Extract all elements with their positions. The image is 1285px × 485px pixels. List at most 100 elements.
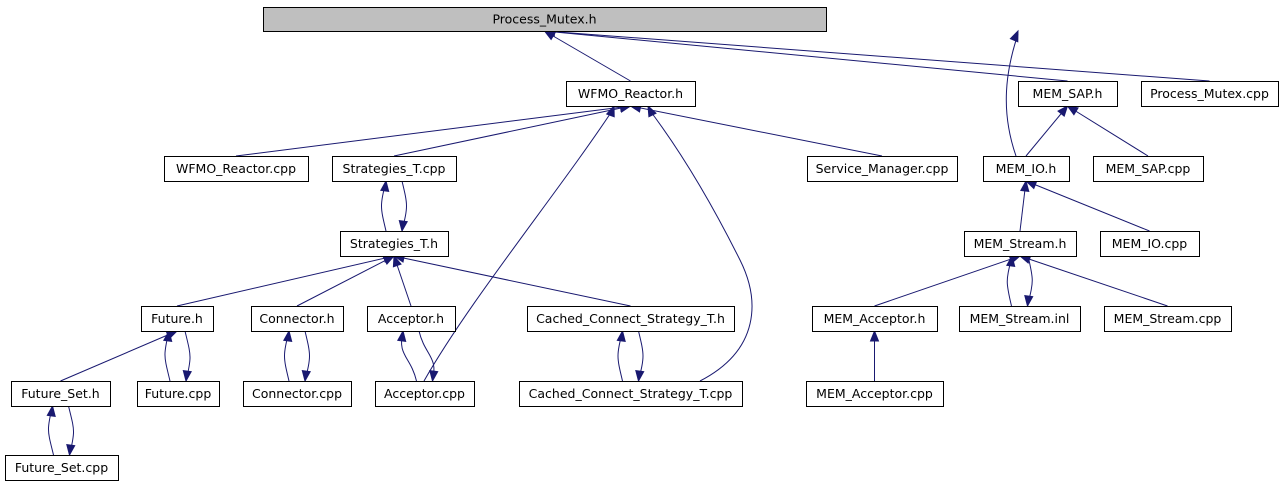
node-process-mutex-h[interactable]: Process_Mutex.h <box>263 7 827 32</box>
node-box <box>959 306 1081 332</box>
edge-acceptor_h-to-acceptor_cpp <box>418 330 439 383</box>
edge-line <box>235 105 631 157</box>
node-cached-connect-strategy-t-h[interactable]: Cached_Connect_Strategy_T.h <box>527 306 735 332</box>
node-future-cpp[interactable]: Future.cpp <box>137 381 220 407</box>
node-box <box>1093 156 1204 182</box>
node-mem-stream-h[interactable]: MEM_Stream.h <box>964 231 1077 257</box>
node-label: Future_Set.cpp <box>15 460 108 475</box>
arrowhead-icon <box>301 370 311 383</box>
node-label: Future.h <box>151 311 203 326</box>
node-acceptor-h[interactable]: Acceptor.h <box>367 306 456 332</box>
node-connector-cpp[interactable]: Connector.cpp <box>243 381 352 407</box>
arrowhead-icon <box>1020 179 1030 192</box>
edge-service_manager_cpp-to-wfmo_reactor_h <box>629 103 883 157</box>
node-mem-stream-inl[interactable]: MEM_Stream.inl <box>959 306 1081 332</box>
node-mem-io-h[interactable]: MEM_IO.h <box>983 156 1070 182</box>
arrowhead-icon <box>869 329 880 342</box>
node-wfmo-reactor-cpp[interactable]: WFMO_Reactor.cpp <box>164 156 309 182</box>
node-mem-acceptor-h[interactable]: MEM_Acceptor.h <box>812 306 938 332</box>
edge-line <box>544 30 631 82</box>
edge-mem_acceptor_h-to-mem_stream_h <box>874 254 1022 307</box>
node-label: MEM_Stream.inl <box>970 311 1070 326</box>
node-box <box>527 306 735 332</box>
node-mem-sap-h[interactable]: MEM_SAP.h <box>1018 81 1118 107</box>
node-box <box>1104 306 1232 332</box>
node-strategies-t-h[interactable]: Strategies_T.h <box>340 231 449 257</box>
node-service-manager-cpp[interactable]: Service_Manager.cpp <box>807 156 958 182</box>
node-connector-h[interactable]: Connector.h <box>251 306 344 332</box>
node-label: Strategies_T.h <box>350 236 438 251</box>
edge-line <box>1067 105 1149 157</box>
node-label: MEM_IO.h <box>996 161 1057 176</box>
node-box <box>807 156 958 182</box>
node-label: MEM_IO.cpp <box>1112 236 1188 251</box>
edge-mem_io_cpp-to-mem_io_h <box>1024 180 1150 232</box>
node-box <box>5 455 119 481</box>
node-box <box>11 381 111 407</box>
node-mem-stream-cpp[interactable]: MEM_Stream.cpp <box>1104 306 1232 332</box>
node-cached-connect-strategy-t-cpp[interactable]: Cached_Connect_Strategy_T.cpp <box>519 381 743 407</box>
edge-mem_io_h-to-process_mutex_h <box>1005 29 1019 157</box>
edge-line <box>1025 105 1068 157</box>
node-box <box>983 156 1070 182</box>
edge-future_set_h-to-future_set_cpp <box>66 405 76 457</box>
node-box <box>566 81 696 107</box>
arrowhead-icon <box>429 370 439 383</box>
edge-line <box>1025 180 1150 232</box>
edge-mem_acceptor_cpp-to-mem_acceptor_h <box>869 329 880 381</box>
node-label: Acceptor.h <box>378 311 444 326</box>
edge-connector_h-to-strategies_t_h <box>296 255 396 307</box>
edge-mem_stream_h-to-mem_stream_inl <box>1024 255 1034 308</box>
node-label: Future_Set.h <box>21 386 99 401</box>
edge-acceptor_cpp-to-wfmo_reactor_h <box>423 104 615 382</box>
node-acceptor-cpp[interactable]: Acceptor.cpp <box>375 381 475 407</box>
arrowhead-icon <box>635 370 645 383</box>
edge-strategies_t_h-to-strategies_t_cpp <box>380 179 390 232</box>
edge-future_cpp-to-future_h <box>163 329 173 382</box>
node-future-set-h[interactable]: Future_Set.h <box>11 381 111 407</box>
edge-mem_sap_h-to-process_mutex_h <box>543 27 1068 82</box>
arrowhead-icon <box>1057 104 1069 118</box>
node-label: Cached_Connect_Strategy_T.cpp <box>529 386 733 401</box>
arrowhead-icon <box>46 404 56 417</box>
node-strategies-t-cpp[interactable]: Strategies_T.cpp <box>332 156 457 182</box>
edge-acceptor_h-to-strategies_t_h <box>392 254 412 307</box>
edge-strategies_t_cpp-to-wfmo_reactor_h <box>393 103 632 157</box>
node-future-set-cpp[interactable]: Future_Set.cpp <box>5 455 119 481</box>
node-label: MEM_Acceptor.h <box>824 311 926 326</box>
node-mem-sap-cpp[interactable]: MEM_SAP.cpp <box>1093 156 1204 182</box>
arrowhead-icon <box>163 329 173 342</box>
edge-mem_stream_cpp-to-mem_stream_h <box>1018 254 1168 307</box>
node-box <box>263 7 827 32</box>
node-future-h[interactable]: Future.h <box>141 306 214 332</box>
edge-future_set_cpp-to-future_set_h <box>46 404 56 456</box>
edge-line <box>630 105 883 157</box>
edge-line <box>544 30 1210 82</box>
node-mem-acceptor-cpp[interactable]: MEM_Acceptor.cpp <box>806 381 944 407</box>
arrowhead-icon <box>283 329 293 342</box>
node-label: Future.cpp <box>145 386 212 401</box>
node-label: Connector.h <box>259 311 334 326</box>
arrowhead-icon <box>66 444 76 457</box>
edge-cached_connect_strategy_t_cpp-to-wfmo_reactor_h <box>647 104 753 382</box>
node-label: Process_Mutex.h <box>492 12 596 27</box>
edge-strategies_t_cpp-to-strategies_t_h <box>398 180 408 233</box>
arrowhead-icon <box>1066 105 1079 116</box>
node-box <box>964 231 1077 257</box>
arrowhead-icon <box>392 254 402 268</box>
arrowhead-icon <box>1009 29 1019 43</box>
node-box <box>1141 81 1279 107</box>
edge-mem_stream_h-to-mem_io_h <box>1019 179 1030 232</box>
node-wfmo-reactor-h[interactable]: WFMO_Reactor.h <box>566 81 696 107</box>
node-mem-io-cpp[interactable]: MEM_IO.cpp <box>1100 231 1200 257</box>
node-process-mutex-cpp[interactable]: Process_Mutex.cpp <box>1141 81 1279 107</box>
node-label: MEM_Stream.h <box>974 236 1067 251</box>
edge-cached_connect_strategy_t_cpp-to-cached_connect_strategy_t_h <box>616 329 626 382</box>
node-label: Service_Manager.cpp <box>816 161 949 176</box>
edge-cached_connect_strategy_t_h-to-cached_connect_strategy_t_cpp <box>635 330 645 383</box>
edge-line <box>544 30 1068 82</box>
edge-line <box>176 255 395 307</box>
node-box <box>806 381 944 407</box>
